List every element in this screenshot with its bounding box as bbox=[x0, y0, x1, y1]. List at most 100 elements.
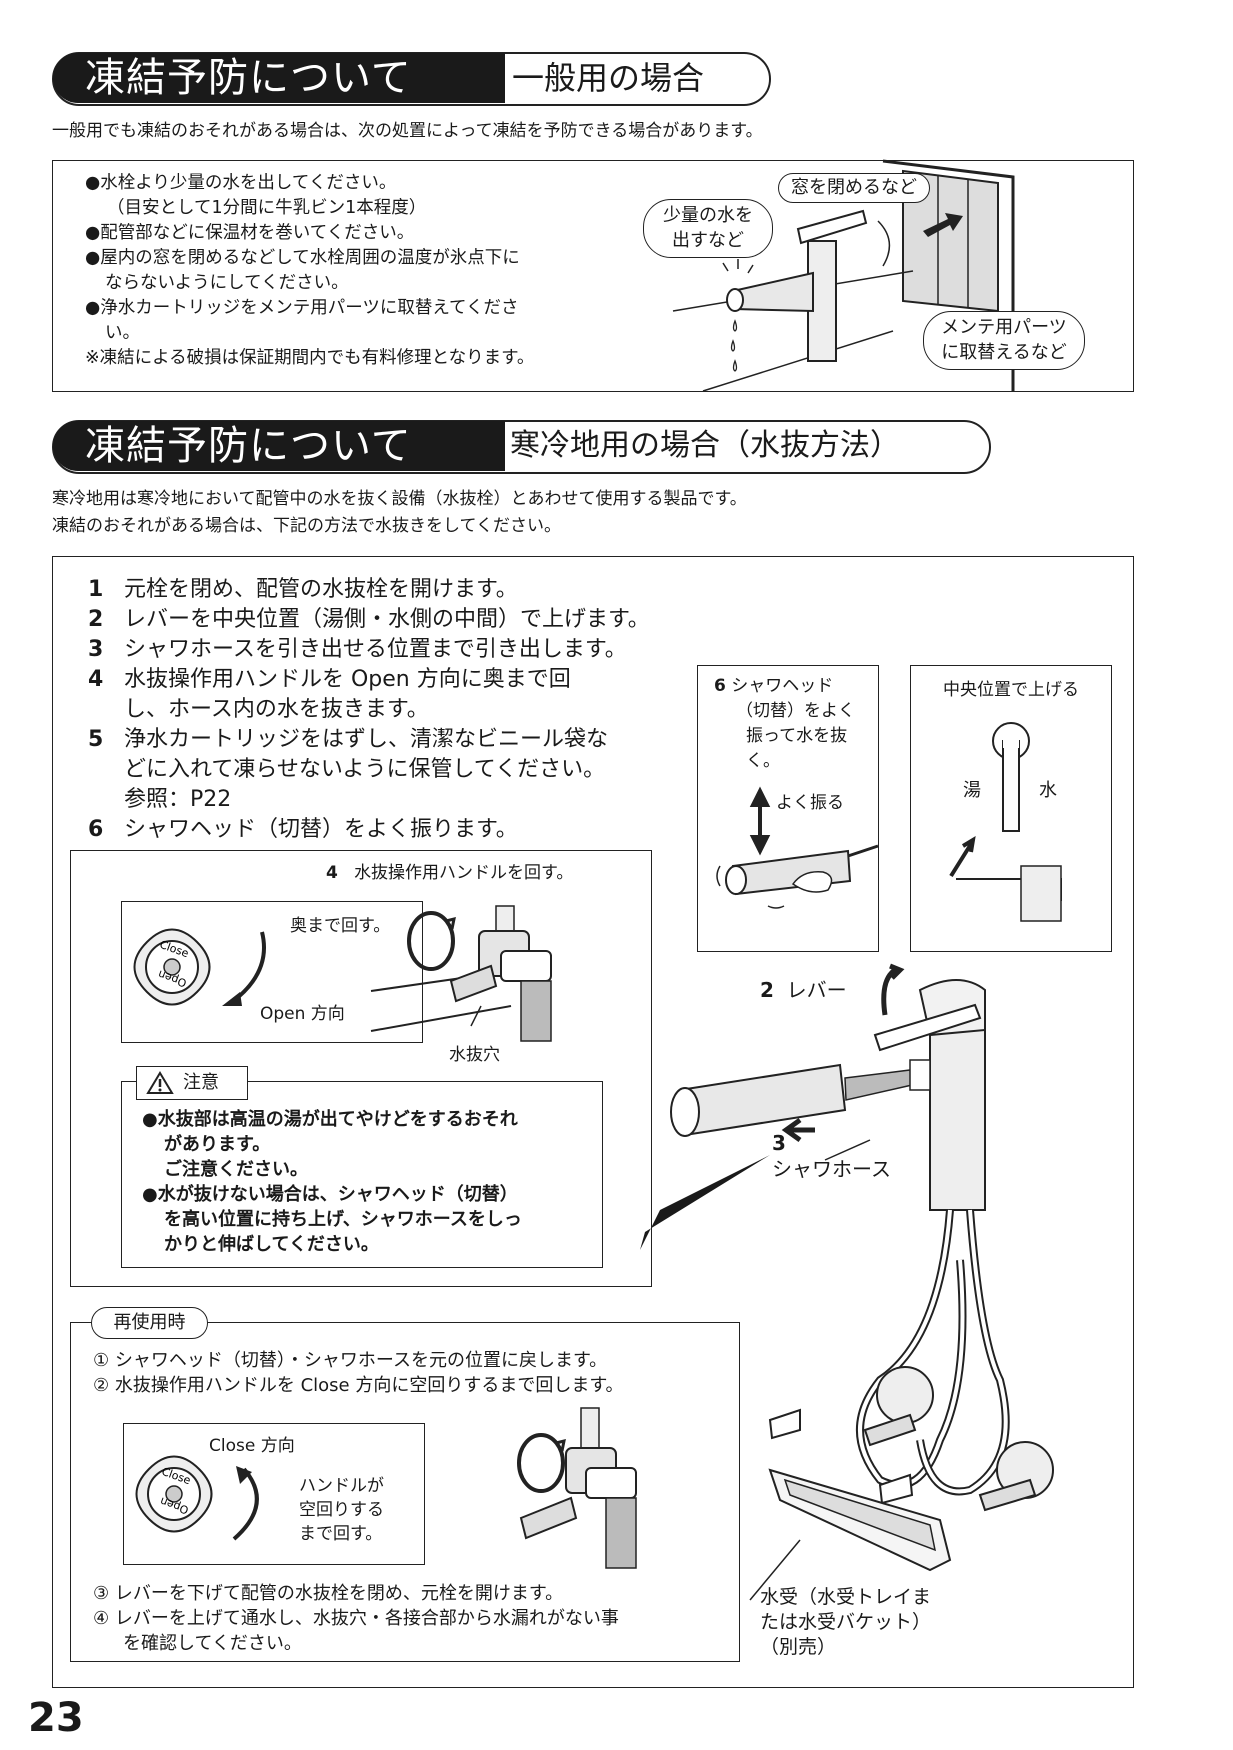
lever-text: レバー bbox=[786, 978, 847, 1002]
shake-head-illustration bbox=[716, 786, 879, 909]
reuse-text: 水抜操作用ハンドルを Close 方向に空回りするまで回します。 bbox=[114, 1375, 624, 1396]
reuse-items-top: ① シャワヘッド（切替）・シャワホースを元の位置に戻します。 ② 水抜操作用ハン… bbox=[93, 1348, 624, 1398]
reuse-mark: ④ bbox=[93, 1608, 110, 1629]
step-text: し、ホース内の水を抜きます。 bbox=[124, 697, 429, 722]
step-text: レバーを中央位置（湯側・水側の中間）で上げます。 bbox=[124, 607, 650, 632]
reuse-header: 再使用時 bbox=[91, 1307, 208, 1339]
reuse-item: ④ レバーを上げて通水し、水抜穴・各接合部から水漏れがない事 bbox=[93, 1606, 619, 1631]
caution-line: ご注意ください。 bbox=[164, 1159, 308, 1180]
step-text: シャワヘッド（切替）をよく振ります。 bbox=[124, 817, 518, 842]
panel6-line: シャワヘッド bbox=[731, 676, 834, 696]
caution-line: があります。 bbox=[164, 1134, 271, 1155]
reuse-text: シャワヘッド（切替）・シャワホースを元の位置に戻します。 bbox=[114, 1350, 608, 1371]
step-number: 6 bbox=[88, 817, 104, 842]
step-number: 2 bbox=[88, 607, 104, 632]
reuse-text: レバーを上げて通水し、水抜穴・各接合部から水漏れがない事 bbox=[114, 1608, 619, 1629]
section2-subtitle: 寒冷地用の場合（水抜方法） bbox=[510, 428, 900, 463]
faucet-window-illustration bbox=[672, 159, 1015, 392]
open-knob-box: 奥まで回す。 Open 方向 Close Open bbox=[121, 901, 423, 1043]
section2-title: 凍結予防について bbox=[53, 421, 505, 471]
panel-shake-head: 6 シャワヘッド （切替）をよく 振って水を抜 く。 よく振る bbox=[697, 665, 879, 952]
center-lever-illustration bbox=[949, 722, 1062, 922]
drain-hole-label: 水抜穴 bbox=[449, 1045, 500, 1065]
step-text: 参照：P22 bbox=[124, 787, 232, 812]
main-faucet-illustration bbox=[640, 963, 1054, 1601]
valve-handle-illustration bbox=[370, 905, 552, 1042]
step-text: 浄水カートリッジをはずし、清潔なビニール袋な bbox=[124, 727, 609, 752]
idle-turn-line: まで回す。 bbox=[299, 1524, 383, 1544]
bullet-line: （目安として1分間に牛乳ビン1本程度） bbox=[107, 198, 427, 218]
step-number: 4 bbox=[88, 667, 104, 692]
section1-subtitle: 一般用の場合 bbox=[512, 59, 705, 97]
valve-close-illustration bbox=[517, 1407, 637, 1569]
section1-box: ●水栓より少量の水を出してください。 （目安として1分間に牛乳ビン1本程度） ●… bbox=[52, 159, 1134, 392]
parts-callout-line: メンテ用パーツ bbox=[941, 317, 1067, 338]
panel6-number: 6 bbox=[714, 676, 726, 696]
turn-fully-label: 奥まで回す。 bbox=[290, 916, 391, 936]
caution-text: ●水抜部は高温の湯が出てやけどをするおそれ があります。 ご注意ください。 ●水… bbox=[142, 1107, 522, 1257]
step-number: 5 bbox=[88, 727, 104, 752]
panel-center-lever: 中央位置で上げる 湯 水 bbox=[910, 665, 1112, 952]
page-number: 23 bbox=[28, 1695, 84, 1741]
caution-line: を高い位置に持ち上げ、シャワホースをしっ bbox=[164, 1209, 522, 1230]
reuse-item: ② 水抜操作用ハンドルを Close 方向に空回りするまで回します。 bbox=[93, 1373, 624, 1398]
tray-label-line: たは水受バケット） bbox=[760, 1611, 932, 1633]
step4-box: 4 水抜操作用ハンドルを回す。 奥まで回す。 Open 方向 Close Ope… bbox=[70, 850, 652, 1287]
step-item: 5 浄水カートリッジをはずし、清潔なビニール袋な bbox=[88, 725, 608, 755]
section1-intro: 一般用でも凍結のおそれがある場合は、次の処置によって凍結を予防できる場合がありま… bbox=[52, 121, 763, 141]
window-callout: 窓を閉めるなど bbox=[778, 173, 930, 203]
reuse-mark: ① bbox=[93, 1350, 110, 1371]
caution-line: ●水が抜けない場合は、シャワヘッド（切替） bbox=[142, 1184, 518, 1205]
close-direction-label: Close 方向 bbox=[209, 1436, 295, 1456]
hot-label: 湯 bbox=[963, 780, 981, 801]
tray-label-line: 水受（水受トレイま bbox=[760, 1586, 932, 1608]
warning-icon bbox=[146, 1071, 174, 1094]
caution-line: かりと伸ばしてください。 bbox=[164, 1234, 379, 1255]
parts-callout: メンテ用パーツ に取替えるなど bbox=[923, 311, 1085, 370]
tray-label-line: （別売） bbox=[760, 1636, 837, 1658]
step-item: 2 レバーを中央位置（湯側・水側の中間）で上げます。 bbox=[88, 605, 650, 635]
step-item: 4 水抜操作用ハンドルを Open 方向に奥まで回 bbox=[88, 665, 571, 695]
step-item: 6 シャワヘッド（切替）をよく振ります。 bbox=[88, 815, 518, 845]
step4-title: 水抜操作用ハンドルを回す。 bbox=[354, 863, 574, 883]
step-number: 1 bbox=[88, 577, 104, 602]
water-callout: 少量の水を 出すなど bbox=[643, 199, 773, 258]
bullet-line: ●屋内の窓を閉めるなどして水栓周囲の温度が氷点下に bbox=[85, 248, 520, 268]
lever-label: 2 レバー bbox=[760, 974, 847, 1003]
reuse-item: ① シャワヘッド（切替）・シャワホースを元の位置に戻します。 bbox=[93, 1348, 624, 1373]
step-item: どに入れて凍らせないように保管してください。 bbox=[88, 755, 605, 785]
step-text: 水抜操作用ハンドルを Open 方向に奥まで回 bbox=[124, 667, 571, 692]
idle-turn-label: ハンドルが 空回りする まで回す。 bbox=[299, 1474, 384, 1546]
step-item: 参照：P22 bbox=[88, 785, 231, 815]
caution-header: 注意 bbox=[136, 1066, 248, 1100]
step-item: し、ホース内の水を抜きます。 bbox=[88, 695, 429, 725]
hose-text: シャワホース bbox=[772, 1157, 891, 1181]
tray-label: 水受（水受トレイま たは水受バケット） （別売） bbox=[760, 1585, 931, 1660]
open-direction-label: Open 方向 bbox=[260, 1004, 345, 1024]
close-knob-box: Close 方向 ハンドルが 空回りする まで回す。 Close Open bbox=[123, 1423, 425, 1565]
reuse-mark: ② bbox=[93, 1375, 110, 1396]
section1-bullets: ●水栓より少量の水を出してください。 （目安として1分間に牛乳ビン1本程度） ●… bbox=[85, 171, 685, 371]
panel6-text: 6 シャワヘッド （切替）をよく 振って水を抜 く。 bbox=[714, 674, 855, 774]
note-line: ※凍結による破損は保証期間内でも有料修理となります。 bbox=[85, 348, 535, 368]
caution-line: ●水抜部は高温の湯が出てやけどをするおそれ bbox=[142, 1109, 518, 1130]
step4-number: 4 bbox=[326, 863, 338, 883]
hose-label: 3 シャワホース bbox=[772, 1130, 891, 1182]
reuse-mark: ③ bbox=[93, 1583, 110, 1604]
section2-intro-2: 凍結のおそれがある場合は、下記の方法で水抜きをしてください。 bbox=[52, 516, 561, 536]
panel6-line: く。 bbox=[746, 751, 780, 771]
caution-title: 注意 bbox=[183, 1072, 219, 1093]
idle-turn-line: 空回りする bbox=[299, 1500, 384, 1520]
lever-number: 2 bbox=[760, 978, 774, 1002]
shake-label: よく振る bbox=[776, 793, 844, 813]
reuse-text: を確認してください。 bbox=[123, 1633, 302, 1654]
idle-turn-line: ハンドルが bbox=[299, 1476, 384, 1496]
reuse-box: 再使用時 ① シャワヘッド（切替）・シャワホースを元の位置に戻します。 ② 水抜… bbox=[70, 1307, 740, 1662]
step-text: どに入れて凍らせないように保管してください。 bbox=[124, 757, 606, 782]
caution-box: 注意 ●水抜部は高温の湯が出てやけどをするおそれ があります。 ご注意ください。… bbox=[121, 1066, 603, 1268]
bullet-line: ●浄水カートリッジをメンテ用パーツに取替えてくださ bbox=[85, 298, 519, 318]
close-knob-icon: Close Open bbox=[135, 1455, 259, 1541]
panel6-line: 振って水を抜 bbox=[746, 726, 848, 746]
